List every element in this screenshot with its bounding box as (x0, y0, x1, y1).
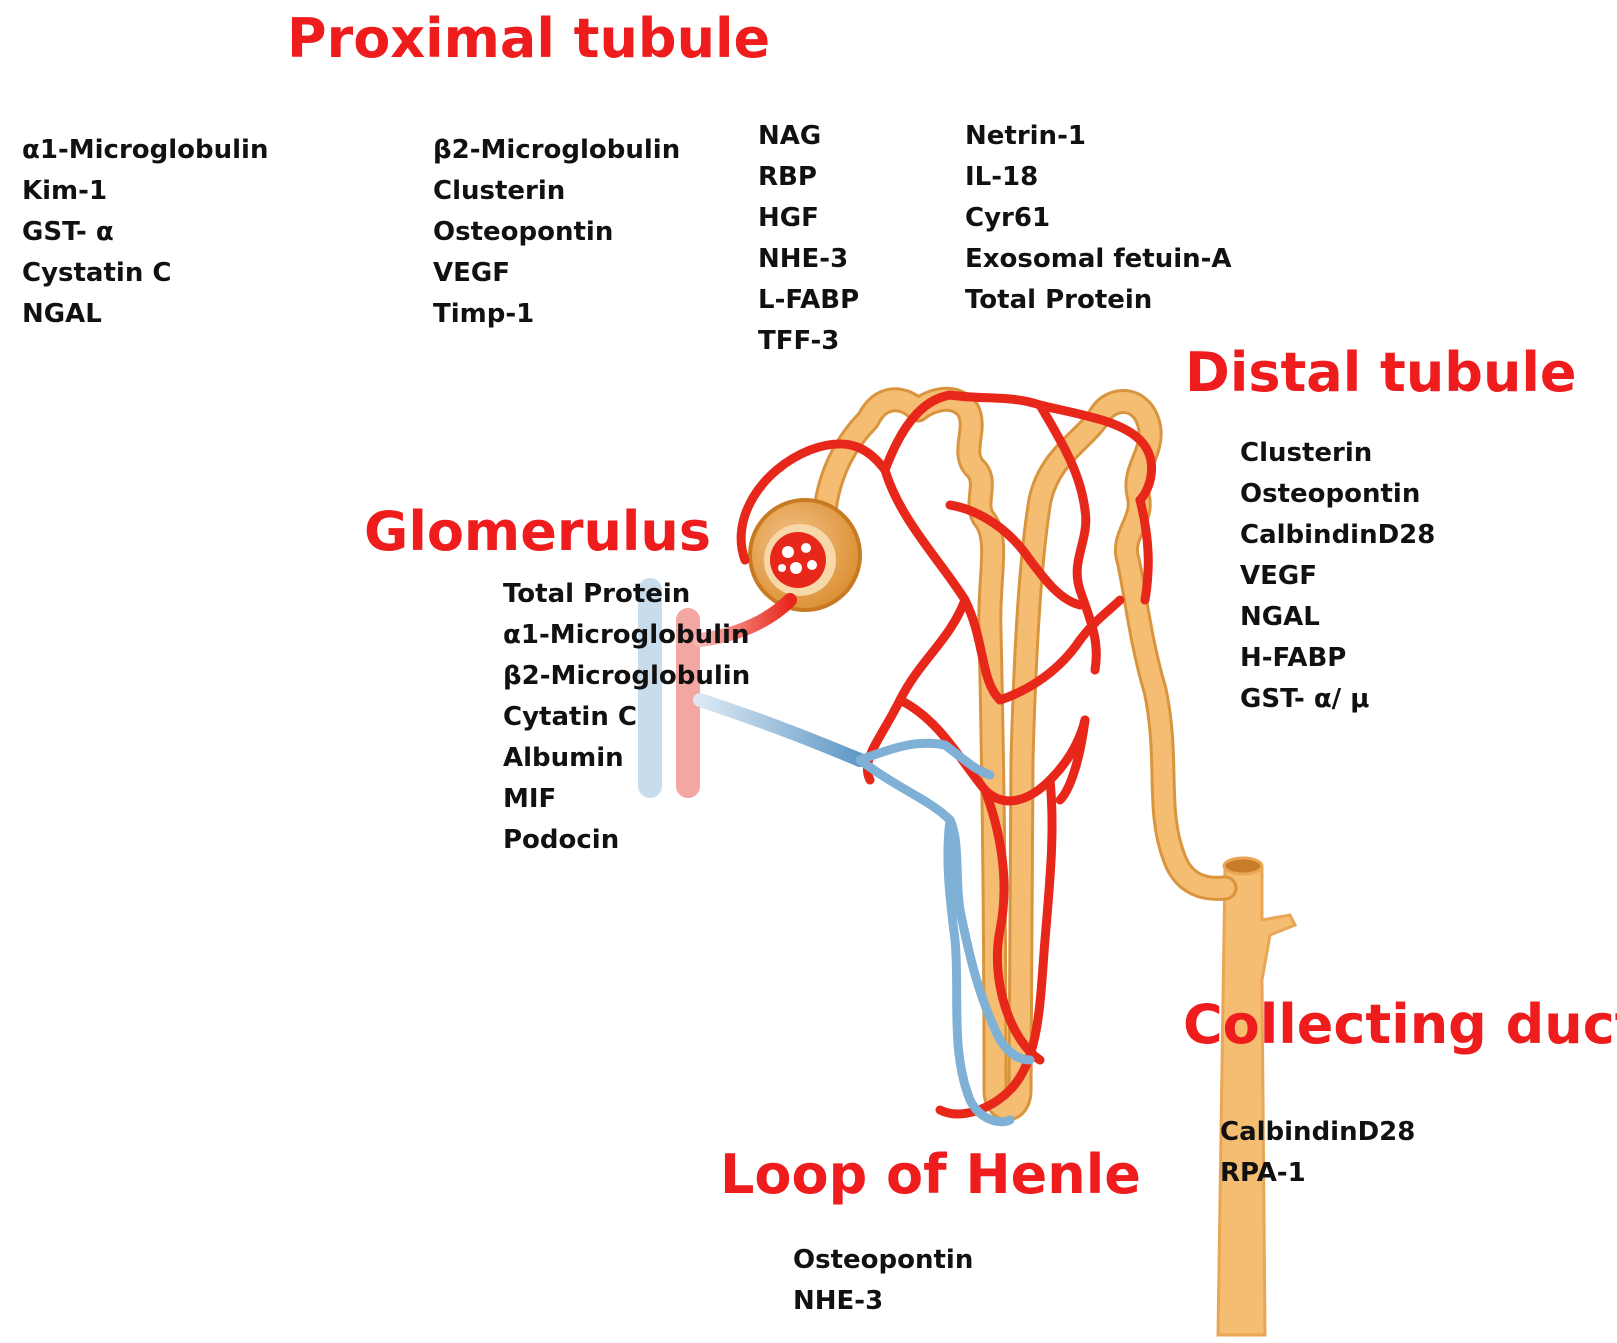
list-item: α1-Microglobulin (22, 135, 269, 165)
list-item: Osteopontin (433, 217, 614, 247)
list-item: β2-Microglobulin (503, 661, 751, 691)
list-item: MIF (503, 784, 557, 814)
proximal-markers-col4: Netrin-1 IL-18 Cyr61 Exosomal fetuin-A T… (965, 116, 1232, 321)
list-item: Timp-1 (433, 299, 535, 329)
list-item: Cystatin C (22, 258, 172, 288)
list-item: GST- α/ μ (1240, 684, 1370, 714)
list-item: Albumin (503, 743, 624, 773)
list-item: CalbindinD28 (1220, 1117, 1416, 1147)
list-item: VEGF (1240, 561, 1317, 591)
list-item: NGAL (22, 299, 102, 329)
venous-network (693, 693, 1035, 1127)
list-item: Osteopontin (793, 1245, 974, 1275)
list-item: CalbindinD28 (1240, 520, 1436, 550)
list-item: GST- α (22, 217, 114, 247)
proximal-markers-col1: α1-Microglobulin Kim-1 GST- α Cystatin C… (22, 130, 268, 335)
list-item: Total Protein (503, 579, 691, 609)
list-item: Cytatin C (503, 702, 637, 732)
collecting-duct-title: Collecting duct (1183, 993, 1617, 1056)
list-item: Osteopontin (1240, 479, 1421, 509)
list-item: Podocin (503, 825, 620, 855)
list-item: Kim-1 (22, 176, 108, 206)
list-item: Total Protein (965, 285, 1153, 315)
list-item: VEGF (433, 258, 510, 288)
loop-of-henle-markers: Osteopontin NHE-3 (793, 1240, 973, 1322)
list-item: β2-Microglobulin (433, 135, 681, 165)
list-item: Clusterin (1240, 438, 1373, 468)
list-item: α1-Microglobulin (503, 620, 750, 650)
collecting-duct-markers: CalbindinD28 RPA-1 (1220, 1112, 1415, 1194)
collecting-duct-shape (1216, 856, 1298, 1337)
proximal-markers-col3: NAG RBP HGF NHE-3 L-FABP TFF-3 (758, 116, 859, 362)
tubule-shape (812, 386, 1238, 1122)
proximal-markers-col2: β2-Microglobulin Clusterin Osteopontin V… (433, 130, 680, 335)
glomerulus-title: Glomerulus (364, 500, 711, 563)
list-item: HGF (758, 203, 819, 233)
list-item: IL-18 (965, 162, 1039, 192)
glomerulus-markers: Total Protein α1-Microglobulin β2-Microg… (503, 574, 750, 861)
list-item: NHE-3 (758, 244, 849, 274)
loop-of-henle-title: Loop of Henle (720, 1143, 1141, 1206)
pale-artery-vessel (676, 608, 700, 798)
list-item: NGAL (1240, 602, 1320, 632)
list-item: TFF-3 (758, 326, 840, 356)
list-item: H-FABP (1240, 643, 1347, 673)
list-item: NHE-3 (793, 1286, 884, 1316)
list-item: Cyr61 (965, 203, 1051, 233)
proximal-tubule-title: Proximal tubule (287, 7, 771, 70)
list-item: Exosomal fetuin-A (965, 244, 1232, 274)
bowmans-capsule-shape (748, 498, 862, 612)
list-item: L-FABP (758, 285, 860, 315)
list-item: RBP (758, 162, 817, 192)
list-item: NAG (758, 121, 822, 151)
list-item: RPA-1 (1220, 1158, 1306, 1188)
arterial-network (693, 390, 1157, 1119)
list-item: Netrin-1 (965, 121, 1086, 151)
distal-markers: Clusterin Osteopontin CalbindinD28 VEGF … (1240, 433, 1435, 720)
list-item: Clusterin (433, 176, 566, 206)
distal-tubule-title: Distal tubule (1185, 341, 1577, 404)
pale-vein-vessel (638, 578, 662, 798)
